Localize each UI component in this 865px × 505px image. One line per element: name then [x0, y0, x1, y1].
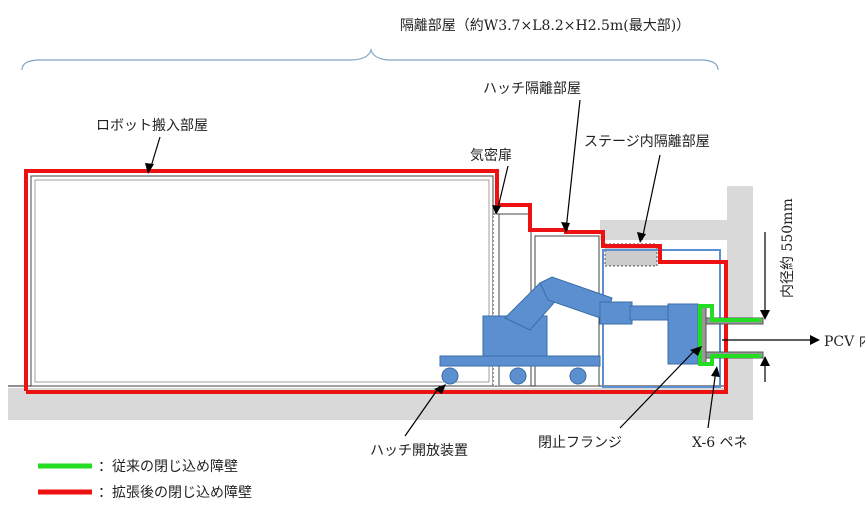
- flange-arrow: [690, 346, 702, 356]
- legend-green-text: ：従来の閉じ込め障壁: [98, 459, 238, 475]
- diagram-title: 隔離部屋（約W3.7×L8.2×H2.5m(最大部)）: [400, 17, 690, 34]
- dim-arrow-top: [760, 310, 770, 320]
- expanded-barrier-line: [24, 169, 728, 394]
- cart-wheel-2: [509, 367, 527, 385]
- pcv-wall-lower: [727, 354, 753, 399]
- stage-room-leader: [641, 154, 661, 241]
- hatch-room-label: ハッチ隔離部屋: [483, 80, 581, 97]
- hatch-device-arrow: [434, 384, 446, 394]
- hatch-opening-robot: [439, 276, 699, 385]
- hatch-device-leader: [404, 385, 441, 437]
- robot-room-inner: [34, 179, 490, 383]
- cart-deck: [439, 355, 601, 367]
- legend: ：従来の閉じ込め障壁 ：拡張後の閉じ込め障壁: [38, 459, 252, 501]
- robot-room-wall: [30, 175, 494, 387]
- penetration-arrow: [711, 366, 720, 377]
- stage-room-arrow: [637, 232, 646, 243]
- dim-arrow-bottom: [760, 356, 770, 366]
- inner-diameter-label: 内径約 550mm: [780, 198, 796, 298]
- hatch-room-arrow: [561, 222, 570, 233]
- hatch-device-label: ハッチ開放装置: [370, 443, 468, 459]
- robot-room-label: ロボット搬入部屋: [96, 118, 208, 134]
- stage-ceiling-block: [600, 186, 753, 240]
- stage-room-label: ステージ内隔離部屋: [584, 133, 710, 150]
- penetration-leader: [707, 369, 717, 429]
- flange-leader: [619, 347, 698, 429]
- robot-tool: [667, 303, 699, 365]
- robot-room-arrow: [145, 163, 154, 174]
- conventional-barrier-line: [698, 304, 761, 366]
- span-brace: [21, 47, 719, 71]
- concrete-structure: [8, 186, 753, 420]
- airtight-door-label: 気密扉: [470, 147, 512, 164]
- hatch-room-leader: [565, 99, 581, 231]
- flange-label: 閉止フランジ: [538, 435, 622, 451]
- robot-forearm: [629, 305, 671, 321]
- pcv-arrow-head: [810, 335, 820, 345]
- airtight-door-arrow: [492, 205, 501, 215]
- cart-wheel-3: [569, 367, 587, 385]
- legend-red-text: ：拡張後の閉じ込め障壁: [98, 485, 252, 501]
- pcv-label: PCV 内: [824, 334, 865, 350]
- penetration-label: X-6 ペネ: [692, 435, 748, 451]
- cart-wheel-1: [441, 367, 459, 385]
- robot-wrist: [599, 301, 633, 325]
- airtight-door-leader: [496, 165, 509, 213]
- inner-diameter-dimension: 内径約 550mm: [760, 198, 796, 382]
